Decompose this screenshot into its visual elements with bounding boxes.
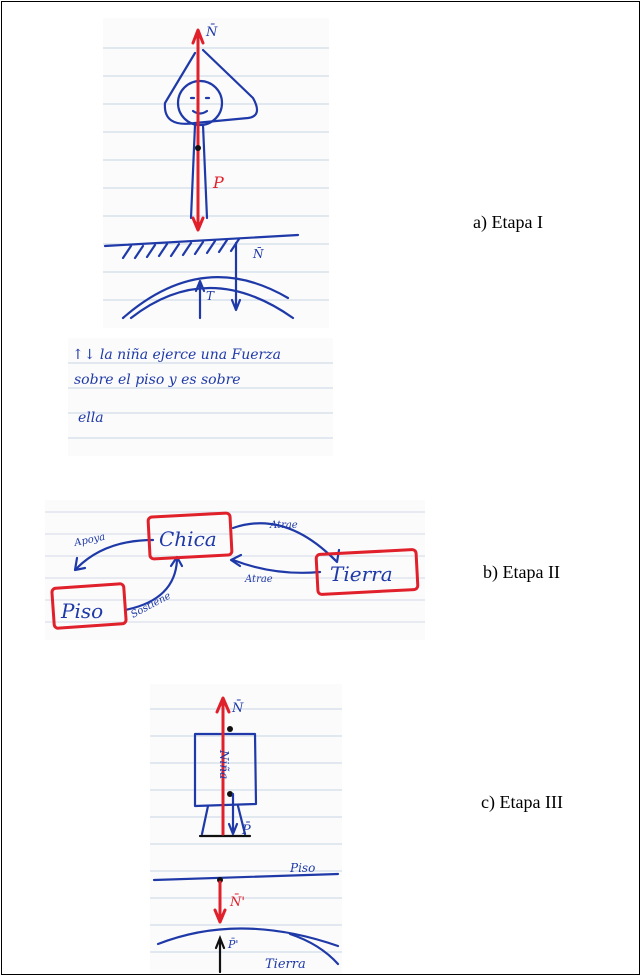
- caption-etapa-2: b) Etapa II: [483, 562, 560, 582]
- node-piso: Piso: [60, 599, 103, 623]
- sketch-etapa-3-drawing: N̄ Niña P̄ Piso N̄' P̄' Tierra: [150, 696, 342, 974]
- node-chica: Chica: [159, 527, 217, 551]
- sketch1-label-t: T: [206, 289, 215, 303]
- sketch3-label-n-prime: N̄': [229, 894, 245, 910]
- sketch3-label-n: N̄: [231, 700, 244, 716]
- handwritten-note: ↑↓ la niña ejerce una Fuerza sobre el pi…: [68, 338, 333, 456]
- sketch-etapa-2: Atrae Atrae Apoya Sostiene Chica Tierra …: [45, 500, 425, 640]
- sketch3-label-nina: Niña: [217, 749, 231, 779]
- sketch1-label-p: P: [212, 173, 224, 192]
- sketch3-label-piso: Piso: [289, 861, 315, 875]
- sketch1-label-n-ground: N̄: [252, 246, 264, 261]
- caption-etapa-1: a) Etapa I: [473, 212, 543, 232]
- node-tierra: Tierra: [330, 562, 393, 586]
- interaction-diagram: Atrae Atrae Apoya Sostiene Chica Tierra …: [45, 511, 425, 630]
- note-line-1: ↑↓ la niña ejerce una Fuerza: [72, 347, 281, 363]
- sketch-etapa-3: N̄ Niña P̄ Piso N̄' P̄' Tierra: [150, 684, 342, 974]
- note-line-3: ella: [78, 410, 104, 426]
- sketch-etapa-1: N̄ P N̄ T: [103, 18, 329, 328]
- edge-label-sostiene: Sostiene: [129, 590, 173, 620]
- handwritten-note-lines: ↑↓ la niña ejerce una Fuerza sobre el pi…: [68, 347, 333, 439]
- caption-etapa-3: c) Etapa III: [481, 792, 563, 812]
- sketch3-label-tierra: Tierra: [265, 957, 306, 972]
- edge-label-atrae-bottom: Atrae: [244, 574, 273, 585]
- sketch3-label-p: P̄: [241, 822, 251, 838]
- sketch1-label-n-top: N̄: [205, 24, 218, 40]
- sketch-etapa-1-drawing: N̄ P N̄ T: [103, 24, 329, 320]
- sketch3-label-p-prime: P̄': [227, 938, 238, 951]
- note-line-2: sobre el piso y es sobre: [74, 372, 241, 388]
- edge-label-atrae-top: Atrae: [269, 520, 298, 531]
